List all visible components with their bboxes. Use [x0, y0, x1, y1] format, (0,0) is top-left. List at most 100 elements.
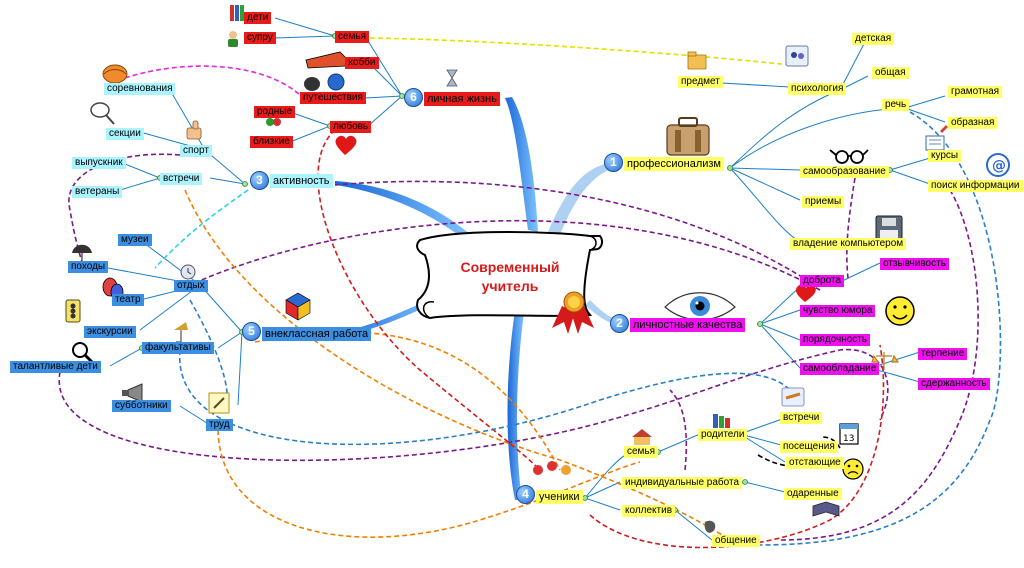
node-meetings[interactable]: встречи	[160, 173, 203, 185]
node-info-search[interactable]: поиск информации	[928, 180, 1023, 192]
node-hikes[interactable]: походы	[68, 261, 109, 273]
node-subbotniks[interactable]: субботники	[112, 400, 171, 412]
parents-icon	[713, 414, 730, 428]
house-icon	[632, 429, 652, 445]
link-blue-right-loop	[759, 111, 1002, 546]
node-sense-of-humor[interactable]: чувство юмора	[800, 305, 876, 317]
shovel-icon	[208, 392, 230, 414]
node-restraint[interactable]: сдержанность	[918, 378, 990, 390]
node-visits[interactable]: посещения	[780, 441, 838, 453]
node-museums[interactable]: музеи	[118, 234, 152, 246]
node-individual-work[interactable]: индивидуальные работа	[622, 477, 743, 489]
folder-icon	[687, 51, 707, 70]
branch-number-6: 6	[404, 88, 423, 107]
people-icon	[785, 45, 809, 67]
branch-number-5: 5	[242, 322, 261, 341]
sports-ball-icon	[102, 64, 128, 84]
link-orange-work-communication	[217, 429, 641, 538]
node-pupil-family[interactable]: семья	[624, 446, 659, 458]
branch-activity[interactable]: активность	[270, 174, 333, 188]
node-theater[interactable]: театр	[112, 294, 144, 306]
pupils-figures-icon	[533, 461, 571, 475]
branch-pupils[interactable]: ученики	[536, 490, 583, 504]
node-responsiveness[interactable]: отзывчивость	[880, 258, 949, 270]
svg-text:13: 13	[843, 434, 854, 444]
node-competitions[interactable]: соревнования	[104, 83, 176, 95]
node-parent-meetings[interactable]: встречи	[780, 412, 823, 424]
branch-number-4: 4	[516, 485, 535, 504]
node-graduate[interactable]: выпускник	[72, 157, 126, 169]
magnifier-icon	[72, 342, 94, 364]
link-purple-right-loop	[779, 189, 979, 541]
node-lagging[interactable]: отстающие	[786, 457, 844, 469]
link-yellow-family	[369, 37, 791, 66]
floppy-disk-icon	[875, 215, 903, 241]
link-magenta-competitions-travel	[124, 65, 301, 96]
branch-personal-qualities[interactable]: личностные качества	[630, 318, 746, 332]
node-psychology[interactable]: психология	[788, 83, 847, 95]
node-patience[interactable]: терпение	[918, 348, 968, 360]
node-subject[interactable]: предмет	[678, 76, 723, 88]
eye-icon	[664, 292, 736, 321]
person-icon	[228, 31, 238, 47]
node-close-ones[interactable]: близкие	[250, 136, 293, 148]
branch-extracurricular[interactable]: внеклассная работа	[262, 327, 372, 341]
node-spouse[interactable]: супру	[244, 32, 276, 44]
open-book-icon	[812, 501, 840, 517]
node-speech[interactable]: речь	[882, 99, 910, 111]
node-parents[interactable]: родители	[698, 429, 748, 441]
node-gifted[interactable]: одаренные	[784, 488, 842, 500]
node-rest[interactable]: отдых	[174, 280, 208, 292]
node-figurative[interactable]: образная	[948, 117, 998, 129]
trunk-to-personal-life	[505, 97, 538, 232]
node-love[interactable]: любовь	[330, 121, 372, 133]
node-talented-children[interactable]: талантливые дети	[10, 361, 101, 373]
node-self-control[interactable]: самообладание	[800, 363, 880, 375]
node-relatives[interactable]: родные	[254, 106, 296, 118]
node-child-psychology[interactable]: детская	[852, 33, 895, 45]
node-children[interactable]: дети	[244, 12, 272, 24]
smiley-icon	[885, 296, 915, 326]
link-black-visits	[821, 436, 841, 449]
award-ribbon-icon	[552, 291, 594, 334]
node-collective[interactable]: коллектив	[622, 505, 676, 517]
branch-personal-life[interactable]: личная жизнь	[424, 92, 500, 106]
link-blue-extra-parents	[179, 349, 791, 446]
phone-icon	[704, 520, 716, 533]
center-title-line2: учитель	[481, 278, 539, 294]
node-electives[interactable]: факультативы	[142, 342, 214, 354]
node-literate[interactable]: грамотная	[948, 86, 1003, 98]
node-family[interactable]: семья	[335, 31, 370, 43]
node-computer-skills[interactable]: владение компьютером	[790, 238, 907, 250]
node-sections[interactable]: секции	[106, 128, 144, 140]
link-purple-talented-gifted	[58, 348, 889, 462]
node-self-education[interactable]: самообразование	[800, 166, 889, 178]
node-sport[interactable]: спорт	[180, 145, 212, 157]
center-title-line1: Современный	[460, 259, 560, 275]
bag-icon	[304, 77, 320, 91]
node-veterans[interactable]: ветераны	[72, 186, 123, 198]
handshake-icon	[781, 387, 805, 407]
branch-number-1: 1	[604, 153, 623, 172]
node-excursions[interactable]: экскурсии	[84, 326, 136, 338]
node-decency[interactable]: порядочность	[800, 334, 871, 346]
sad-face-icon	[842, 458, 864, 480]
node-methods[interactable]: приемы	[802, 196, 845, 208]
node-hobby[interactable]: хобби	[345, 57, 379, 69]
branch-number-3: 3	[250, 171, 269, 190]
node-general-psychology[interactable]: общая	[872, 67, 909, 79]
globe-icon	[327, 73, 345, 91]
trunk-to-activity	[335, 181, 472, 240]
node-courses[interactable]: курсы	[928, 150, 962, 162]
node-communication[interactable]: общение	[712, 535, 760, 547]
node-travel[interactable]: путешествия	[300, 92, 366, 104]
node-labor[interactable]: труд	[206, 419, 233, 431]
node-kindness[interactable]: доброта	[800, 275, 845, 287]
racket-icon	[90, 102, 115, 125]
desk-lamp-icon	[174, 322, 188, 343]
trunk-to-professionalism	[548, 162, 615, 235]
branch-professionalism[interactable]: профессионализм	[624, 157, 724, 171]
heart-icon	[335, 135, 357, 155]
notebook-icon	[925, 125, 948, 151]
